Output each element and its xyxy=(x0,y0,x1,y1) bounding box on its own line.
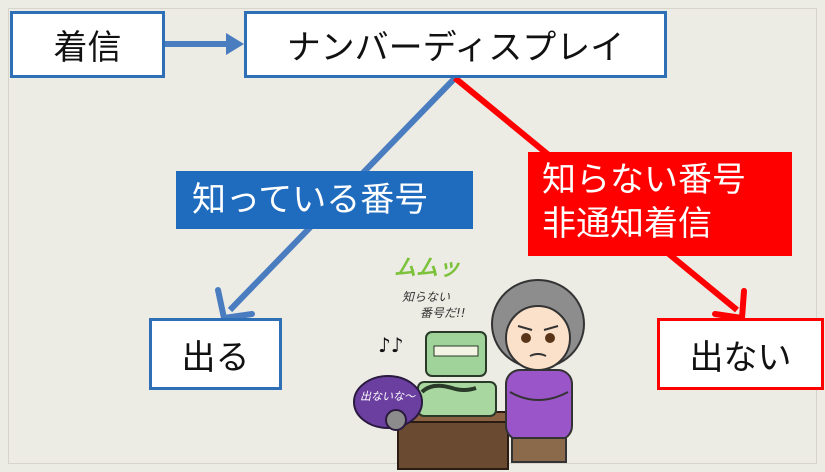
woman-body xyxy=(505,369,573,441)
thought-line-1: 知らない xyxy=(402,290,451,304)
node-no-answer-label: 出ない xyxy=(689,337,792,378)
branch-label-unknown-line2: 非通知着信 xyxy=(542,204,712,244)
caller-cloud-text: 出ないな〜 xyxy=(360,390,415,403)
node-number-display-label: ナンバーディスプレイ xyxy=(286,28,625,68)
node-answer: 出る xyxy=(149,318,282,390)
node-no-answer: 出ない xyxy=(657,318,824,390)
branch-label-known-number: 知っている番号 xyxy=(176,171,473,229)
node-answer-label: 出る xyxy=(181,337,250,378)
woman-face xyxy=(505,305,571,371)
annoyed-woman-phone-illustration: ♪♪ xyxy=(353,279,585,470)
branch-label-known-number-text: 知っている番号 xyxy=(192,180,429,220)
desk xyxy=(397,416,509,470)
arrow-head-call-to-display xyxy=(226,33,244,55)
phone-handset xyxy=(420,383,477,394)
branch-label-unknown-number: 知らない番号 非通知着信 xyxy=(528,152,792,256)
thought-line-2: 番号だ!! xyxy=(420,306,466,320)
music-notes: ♪♪ xyxy=(378,333,404,357)
branch-label-unknown-line1: 知らない番号 xyxy=(542,160,746,200)
node-incoming-call: 着信 xyxy=(10,11,165,78)
node-number-display: ナンバーディスプレイ xyxy=(244,11,667,78)
annoyed-exclamation: ムムッ xyxy=(394,256,461,281)
node-incoming-call-label: 着信 xyxy=(53,28,122,68)
